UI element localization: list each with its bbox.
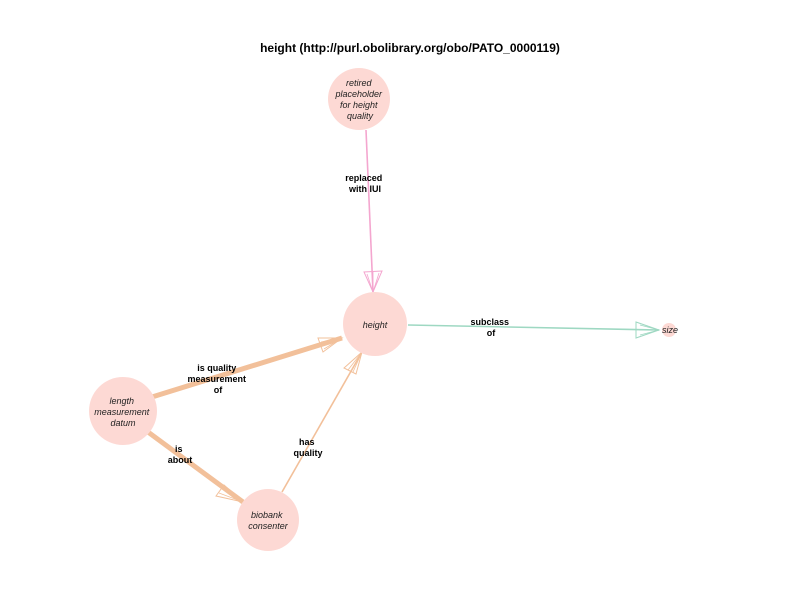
node-label-height: height [363, 320, 388, 330]
edge-label-subclass-of: subclass of [470, 317, 511, 338]
edge-replaced-with-iui [363, 129, 383, 294]
edge-label-has-quality: has quality [293, 437, 322, 458]
node-label-size: size [662, 325, 678, 335]
node-label-retired-placeholder: retired placeholder for height quality [334, 78, 384, 121]
arrowhead-is-about [215, 484, 245, 503]
edge-label-is-about: is about [168, 444, 193, 465]
arrowhead-is-quality-measurement-of [317, 337, 344, 353]
edge-subclass-of [407, 321, 661, 339]
edge-has-quality [281, 350, 363, 493]
node-size[interactable]: size [662, 323, 678, 337]
edge-label-is-quality-measurement-of: is quality measurement of [187, 363, 248, 395]
graph-title: height (http://purl.obolibrary.org/obo/P… [260, 41, 560, 55]
node-retired-placeholder[interactable]: retired placeholder for height quality [328, 68, 390, 130]
arrowhead-has-quality [343, 350, 363, 375]
node-height[interactable]: height [343, 292, 407, 356]
edge-is-about [146, 429, 245, 505]
node-label-length-measurement-datum: length measurement datum [94, 396, 152, 428]
node-length-measurement-datum[interactable]: length measurement datum [89, 377, 157, 445]
node-label-biobank-consenter: biobank consenter [248, 510, 289, 531]
arrowhead-subclass-of [635, 321, 661, 339]
node-biobank-consenter[interactable]: biobank consenter [237, 489, 299, 551]
arrowhead-replaced-with-iui [363, 270, 383, 294]
edge-label-replaced-with-iui: replaced with IUI [345, 173, 385, 194]
edge-is-quality-measurement-of [151, 335, 344, 400]
